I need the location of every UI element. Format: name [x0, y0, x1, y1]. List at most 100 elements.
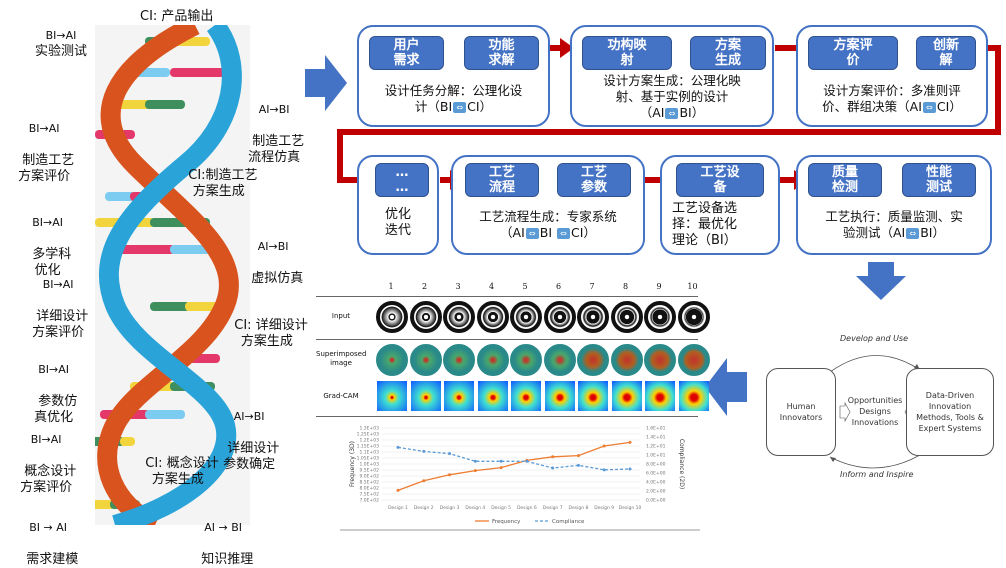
column-number: 6 [555, 282, 562, 291]
superimposed-wheel-image [543, 344, 576, 376]
x-tick-label: Design 1 [388, 505, 408, 511]
column-number: 1 [388, 282, 394, 291]
dna-text: CI:制造工艺 方案生成 [188, 168, 258, 199]
stage-process-generation: 工艺 流程 工艺 参数 工艺流程生成：专家系统 （AI⇔BI ⇔CI） [451, 155, 645, 255]
data-point-compliance [422, 449, 426, 453]
column-number: 4 [488, 282, 495, 291]
data-point-compliance [628, 467, 632, 471]
x-tick-label: Design 9 [594, 505, 614, 511]
data-point-frequency [576, 454, 580, 458]
y-tick-label: 1.0E+03 [360, 462, 380, 468]
x-tick-label: Design 4 [465, 505, 485, 511]
y2-tick-label: 4.0E+00 [646, 480, 666, 486]
superimposed-wheel-image [443, 344, 475, 376]
chip-ellipsis[interactable]: … … [375, 163, 429, 197]
stage-description: 工艺执行：质量监测、实 验测试（AI⇔BI） [798, 209, 990, 241]
y-tick-label: 1.1E+03 [360, 450, 380, 456]
chip-process-parameters[interactable]: 工艺 参数 [557, 163, 631, 197]
desc-text: 设计方案评价：多准则评 价、群组决策（AI [822, 83, 961, 114]
dna-text: 虚拟仿真 [251, 271, 304, 286]
column-number: 9 [656, 282, 662, 291]
chip-process-equipment[interactable]: 工艺设 备 [676, 163, 764, 197]
chip-quality-inspection[interactable]: 质量 检测 [808, 163, 882, 197]
chip-scheme-evaluation[interactable]: 方案评 价 [808, 36, 898, 70]
desc-tail: BI） [920, 225, 945, 240]
dna-text: 制造工艺 方案评价 [18, 153, 75, 184]
gradcam-heatmap [611, 381, 642, 411]
data-point-frequency [473, 469, 477, 473]
data-point-compliance [448, 452, 452, 456]
gradcam-heatmap [377, 381, 407, 411]
dna-arrow-text: BI→AI [30, 433, 62, 446]
stage-scheme-evaluation: 方案评 价 创新 解 设计方案评价：多准则评 价、群组决策（AI⇔CI） [796, 25, 988, 127]
y2-tick-label: 8.0E+00 [646, 462, 666, 468]
input-wheel-image [644, 301, 676, 333]
dna-strand-blue [98, 19, 242, 535]
column-number: 3 [455, 282, 461, 291]
dna-label-multidisciplinary: BI→AI 多学科 优化 [24, 183, 71, 279]
data-point-frequency [422, 479, 426, 483]
dna-arrow-text: BI→AI [38, 363, 70, 376]
stage-optimization-iteration: … … 优化 迭代 [357, 155, 439, 255]
y-tick-label: 8.0E+02 [360, 486, 380, 492]
swap-icon: ⇔ [525, 228, 539, 239]
gradcam-heatmap [444, 381, 474, 411]
dna-arrow-text: AI → BI [204, 521, 243, 534]
y2-tick-label: 6.0E+00 [646, 471, 666, 477]
superimposed-wheel-image [510, 344, 542, 376]
data-point-frequency [499, 466, 503, 470]
dna-label-experiment-test: BI→AI 实验测试 [35, 28, 87, 60]
data-point-compliance [551, 466, 555, 470]
chip-function-solving[interactable]: 功能 求解 [464, 36, 539, 70]
stage-description: 优化 迭代 [384, 207, 411, 238]
chip-process-flow[interactable]: 工艺 流程 [465, 163, 539, 197]
input-wheel-image [510, 301, 542, 333]
y-tick-label: 7.5E+02 [360, 492, 380, 498]
y2-tick-label: 2.0E+00 [646, 489, 666, 495]
chip-scheme-generation[interactable]: 方案 生成 [690, 36, 766, 70]
desc-mid: BI [539, 225, 557, 240]
input-wheel-image [376, 301, 408, 333]
dna-arrow-text: AI→BI [258, 103, 290, 116]
chip-innovative-solution[interactable]: 创新 解 [916, 36, 976, 70]
legend-label: Compliance [552, 519, 585, 525]
chip-user-requirement[interactable]: 用户 需求 [369, 36, 444, 70]
y-tick-label: 9.5E+02 [360, 468, 380, 474]
dna-text: 参数仿 真优化 [34, 394, 78, 425]
y-tick-label: 1.2E+03 [360, 438, 380, 444]
dna-helix-graphic [85, 16, 250, 535]
dna-label-product-output: CI: 产品输出 [140, 9, 214, 24]
input-wheel-image [543, 301, 576, 333]
y-axis-label: Frequency (3D) [349, 441, 356, 487]
y2-tick-label: 1.4E+01 [646, 435, 666, 441]
innovation-cycle-diagram: Develop and Use Inform and Inspire Human… [760, 320, 1006, 480]
divider [316, 296, 698, 297]
opportunities-text: Opportunities Designs Innovations [847, 396, 903, 427]
chip-performance-test[interactable]: 性能 测试 [902, 163, 976, 197]
input-wheel-image [577, 301, 609, 333]
stage-description: 工艺设备选 择：最优化 理论（BI） [672, 201, 738, 248]
y-tick-label: 1.15E+03 [357, 444, 379, 450]
gradcam-heatmap [410, 381, 441, 411]
dna-text: CI: 概念设计 方案生成 [145, 456, 219, 487]
desc-tail: CI） [936, 99, 962, 114]
column-number: 2 [421, 282, 428, 291]
data-point-compliance [473, 459, 477, 463]
series-line-frequency [397, 441, 631, 492]
dna-arrow-text: BI → AI [29, 521, 68, 534]
input-wheel-image [476, 301, 509, 333]
y2-tick-label: 1.2E+01 [646, 444, 666, 450]
divider [316, 339, 698, 340]
x-tick-label: Design 10 [619, 505, 642, 511]
data-point-compliance [576, 463, 580, 467]
dna-label-virtual-simulation: AI→BI 虚拟仿真 [243, 207, 303, 287]
x-tick-label: Design 3 [440, 505, 460, 511]
dna-text: 制造工艺 流程仿真 [248, 134, 305, 165]
superimposed-wheel-image [409, 344, 442, 376]
chip-function-structure-mapping[interactable]: 功构映 射 [582, 36, 672, 70]
row-label-input: Input [331, 312, 351, 320]
swap-icon: ⇔ [906, 228, 920, 239]
desc-tail: CI） [571, 225, 596, 240]
data-point-frequency [448, 473, 452, 477]
